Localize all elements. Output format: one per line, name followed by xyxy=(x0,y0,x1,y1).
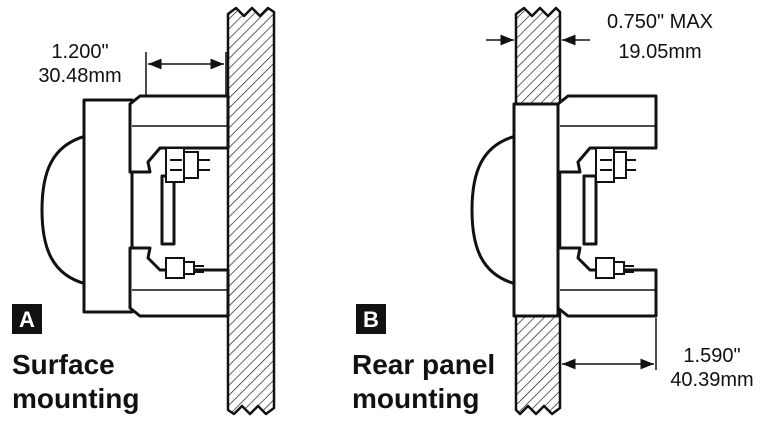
inner-body-a xyxy=(160,174,176,246)
caption-a-line2: mounting xyxy=(12,383,140,414)
badge-b xyxy=(356,304,386,334)
panel-b-rear-panel-mounting: 0.750" MAX 19.05mm 1.590" 40.39mm B Rear… xyxy=(352,6,754,416)
badge-a xyxy=(12,304,42,334)
dimension-a-inches: 1.200" xyxy=(51,41,108,63)
thickness-mm: 19.05mm xyxy=(618,41,701,63)
badge-a-label: A xyxy=(19,307,35,332)
panel-a-surface-mounting: 1.200" 30.48mm A Surface mounting xyxy=(12,6,276,416)
caption-b-line2: mounting xyxy=(352,383,480,414)
caption-b-line1: Rear panel xyxy=(352,349,495,380)
lower-bolt-a xyxy=(165,257,204,279)
upper-bracket-b xyxy=(556,94,658,174)
lower-bracket-b xyxy=(556,246,658,318)
housing-b xyxy=(470,94,658,318)
thickness-dimension-b: 0.750" MAX 19.05mm xyxy=(486,11,713,63)
thickness-inches: 0.750" MAX xyxy=(607,11,713,33)
upper-bolt-a xyxy=(165,147,210,183)
upper-bolt-b xyxy=(595,147,636,183)
dimension-a: 1.200" 30.48mm xyxy=(38,41,227,96)
back-flange-b xyxy=(512,102,560,318)
badge-b-label: B xyxy=(363,307,379,332)
dimension-a-mm: 30.48mm xyxy=(38,65,121,87)
upper-bracket-a xyxy=(128,94,230,174)
lower-bolt-b xyxy=(595,257,634,279)
depth-dimension-b: 1.590" 40.39mm xyxy=(559,318,754,391)
dome-lens-a xyxy=(40,134,88,286)
caption-a-line1: Surface xyxy=(12,349,115,380)
depth-inches: 1.590" xyxy=(683,345,740,367)
inner-body-b xyxy=(582,174,598,246)
back-flange-a xyxy=(82,98,134,314)
wall-a xyxy=(226,6,276,416)
depth-mm: 40.39mm xyxy=(670,369,753,391)
dome-lens-b xyxy=(470,134,518,286)
housing-a xyxy=(40,94,230,318)
lower-bracket-a xyxy=(128,246,230,318)
